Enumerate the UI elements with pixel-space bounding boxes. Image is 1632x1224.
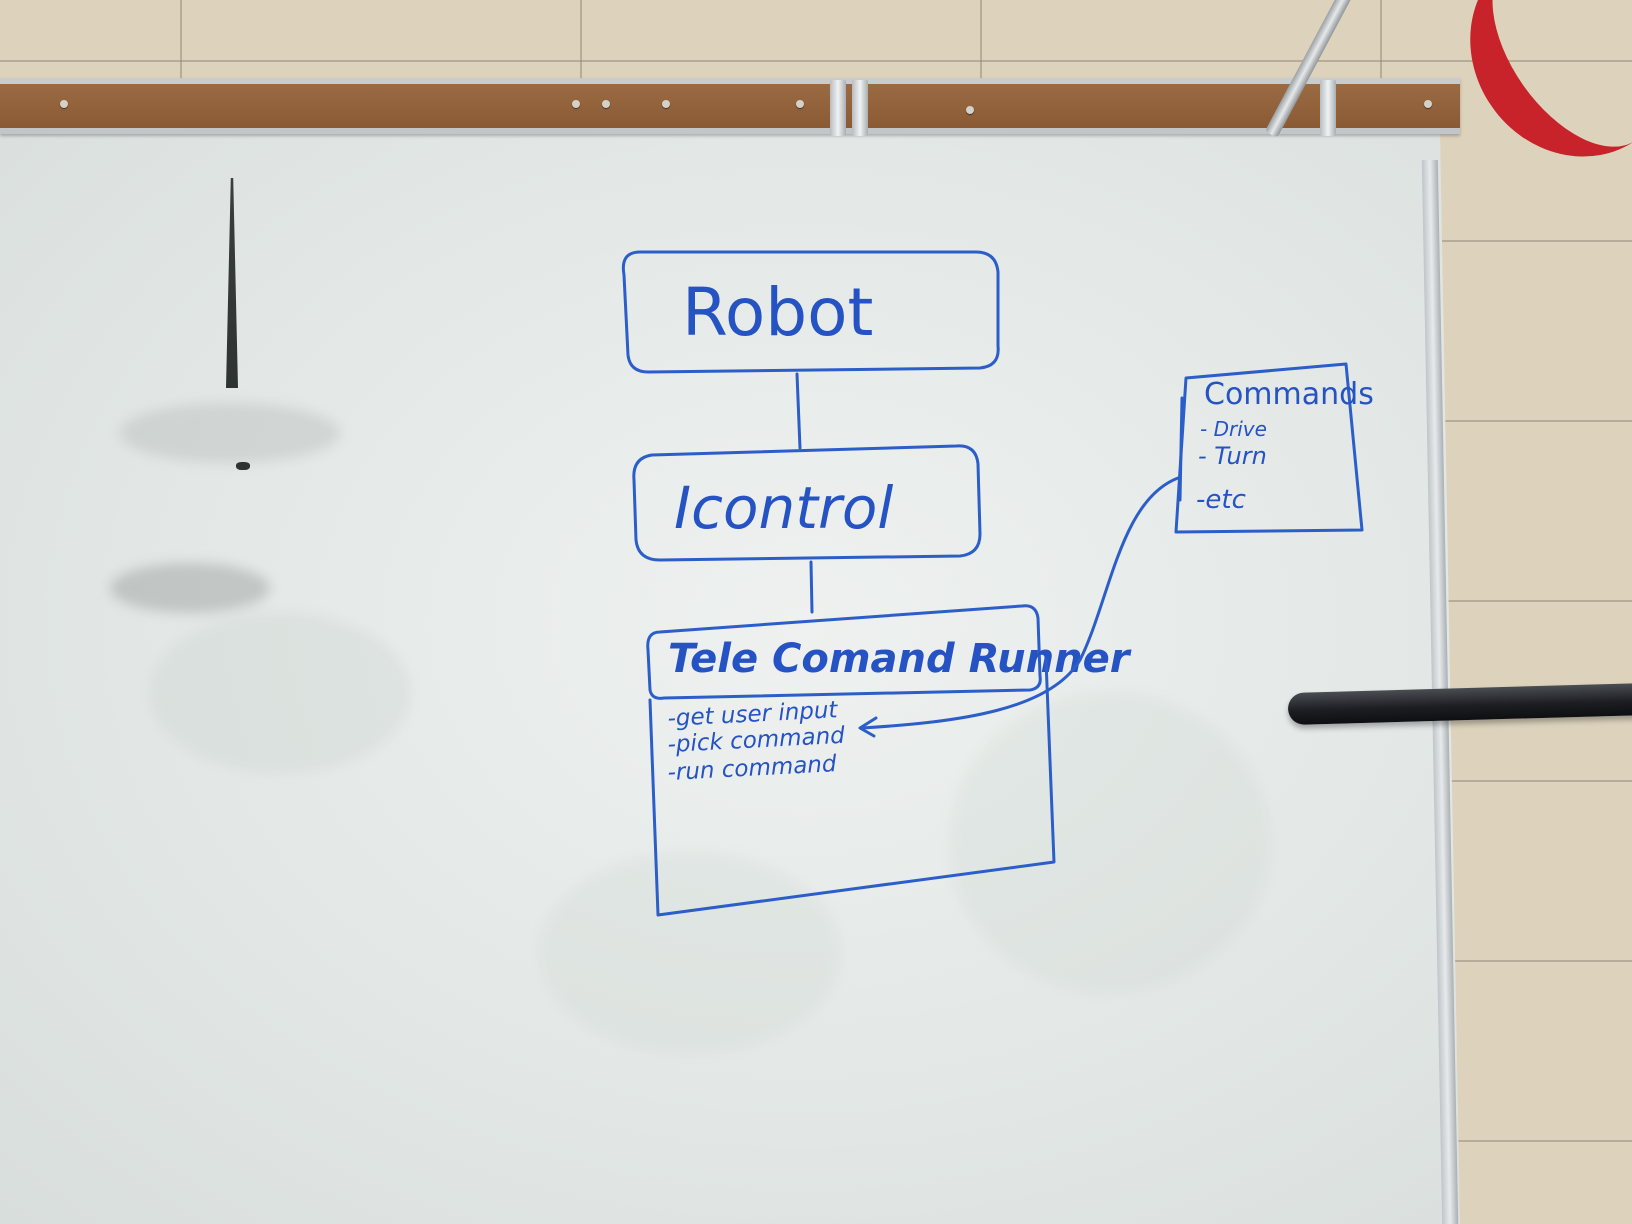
arrow-line <box>860 476 1180 730</box>
connector-line <box>795 372 802 450</box>
thumbtack-icon <box>796 100 804 108</box>
commands-item-3: -etc <box>1196 485 1246 515</box>
runner-box: Tele Comand Runner -get user input -pick… <box>646 604 1132 917</box>
icontrol-label: Icontrol <box>674 474 893 542</box>
thumbtack-icon <box>662 100 670 108</box>
map-clip <box>830 80 846 136</box>
thumbtack-icon <box>602 100 610 108</box>
robot-label: Robot <box>682 274 873 351</box>
map-clip <box>1320 80 1336 136</box>
map-clip <box>852 80 868 136</box>
thumbtack-icon <box>1424 100 1432 108</box>
commands-item-2: - Turn <box>1198 442 1267 470</box>
connector-line <box>809 560 814 614</box>
cork-strip <box>0 78 1460 136</box>
thumbtack-icon <box>966 106 974 114</box>
runner-body <box>648 658 1056 917</box>
thumbtack-icon <box>572 100 580 108</box>
whiteboard <box>0 133 1460 1224</box>
dark-marker-dot <box>236 462 250 470</box>
commands-box: Commands - Drive - Turn -etc <box>1174 362 1374 534</box>
runner-label: Tele Comand Runner <box>668 636 1132 682</box>
thumbtack-icon <box>60 100 68 108</box>
commands-label: Commands <box>1204 377 1374 412</box>
robot-box: Robot <box>621 250 1000 374</box>
icontrol-box: Icontrol <box>632 444 982 562</box>
arrow-head-icon <box>858 716 878 738</box>
commands-item-1: - Drive <box>1200 417 1267 441</box>
